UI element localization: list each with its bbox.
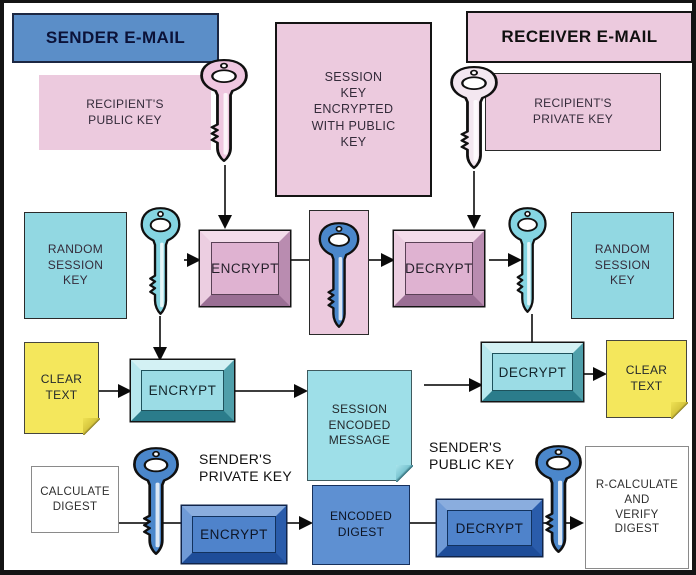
connector-encoded-message-to-decrypt bbox=[424, 384, 470, 386]
sender-email-header: SENDER E-MAIL bbox=[12, 13, 219, 63]
folded-corner-icon bbox=[670, 401, 688, 419]
encrypt-message-button: ENCRYPT bbox=[131, 360, 234, 421]
senders-public-key-label: SENDER'S PUBLIC KEY bbox=[429, 439, 515, 472]
receiver-email-header: RECEIVER E-MAIL bbox=[466, 11, 692, 63]
arrowhead-into-session-key bbox=[508, 253, 522, 267]
random-session-key-right-label: RANDOM SESSION KEY bbox=[594, 242, 651, 288]
session-key-encrypted-label: SESSION KEY ENCRYPTED WITH PUBLIC KEY bbox=[311, 69, 396, 149]
encrypt-digest-label: ENCRYPT bbox=[200, 527, 268, 542]
calculate-digest-label: CALCULATE DIGEST bbox=[40, 485, 110, 513]
arrowhead-into-cleartext-right bbox=[593, 367, 607, 381]
receiver-email-title: RECEIVER E-MAIL bbox=[501, 27, 658, 46]
senders-private-key-label: SENDER'S PRIVATE KEY bbox=[199, 451, 293, 484]
connector-decrypt-to-cleartext bbox=[583, 373, 596, 375]
decrypt-message-label: DECRYPT bbox=[498, 364, 567, 380]
connector-private-key-down bbox=[473, 171, 475, 216]
recipients-public-key-box: RECIPIENT'S PUBLIC KEY bbox=[39, 75, 211, 150]
arrowhead-down-into-decrypt-session bbox=[467, 215, 481, 229]
encrypt-message-label: ENCRYPT bbox=[148, 383, 217, 398]
recipients-public-key-label: RECIPIENT'S PUBLIC KEY bbox=[86, 96, 164, 127]
arrowhead-into-decrypt-session bbox=[381, 253, 395, 267]
arrowhead-into-decrypt-message bbox=[469, 378, 483, 392]
recipients-private-key-box: RECIPIENT'S PRIVATE KEY bbox=[485, 73, 661, 151]
connector-cleartext-to-encrypt bbox=[99, 390, 121, 392]
arrowhead-into-encoded-message bbox=[294, 384, 308, 398]
decrypt-session-key-button: DECRYPT bbox=[394, 231, 484, 306]
random-session-key-left-label: RANDOM SESSION KEY bbox=[47, 242, 104, 288]
recipients-private-key-label: RECIPIENT'S PRIVATE KEY bbox=[532, 96, 614, 126]
encrypt-session-key-label: ENCRYPT bbox=[211, 261, 279, 276]
recipients-private-key-icon bbox=[446, 65, 502, 170]
arrowhead-into-encrypt-session bbox=[187, 253, 201, 267]
decrypt-message-button: DECRYPT bbox=[482, 343, 583, 401]
folded-corner-icon bbox=[395, 464, 413, 482]
decrypt-session-key-label: DECRYPT bbox=[405, 261, 473, 276]
arrowhead-down-into-encrypt-message bbox=[153, 347, 167, 361]
random-session-key-left-icon bbox=[137, 206, 184, 316]
connector-encrypted-key-to-decrypt bbox=[369, 259, 383, 261]
random-session-key-left-box: RANDOM SESSION KEY bbox=[24, 212, 127, 319]
connector-encrypt-to-encoded-digest bbox=[286, 522, 301, 524]
sender-email-title: SENDER E-MAIL bbox=[45, 28, 186, 47]
senders-public-key-icon bbox=[531, 444, 586, 554]
encrypt-session-key-button: ENCRYPT bbox=[200, 231, 290, 306]
clear-text-right-note: CLEAR TEXT bbox=[606, 340, 688, 419]
session-encoded-message-label: SESSION ENCODED MESSAGE bbox=[328, 402, 391, 448]
calculate-digest-box: CALCULATE DIGEST bbox=[31, 466, 119, 533]
recipients-public-key-icon bbox=[196, 58, 252, 163]
decrypt-digest-button: DECRYPT bbox=[437, 500, 542, 556]
clear-text-right-label: CLEAR TEXT bbox=[625, 363, 668, 393]
random-session-key-right-box: RANDOM SESSION KEY bbox=[571, 212, 674, 319]
folded-corner-icon bbox=[82, 417, 100, 435]
arrowhead-into-encrypt-message bbox=[118, 384, 132, 398]
senders-private-key-icon bbox=[129, 446, 183, 556]
clear-text-left-note: CLEAR TEXT bbox=[24, 342, 100, 435]
connector-sessionkey-down-right bbox=[531, 314, 533, 345]
encoded-digest-label: ENCODED DIGEST bbox=[329, 509, 393, 539]
arrowhead-down-into-encrypt-session bbox=[218, 215, 232, 229]
encoded-digest-box: ENCODED DIGEST bbox=[312, 485, 410, 565]
session-encoded-message-note: SESSION ENCODED MESSAGE bbox=[307, 370, 413, 482]
connector-encrypt-to-encoded-message bbox=[234, 390, 296, 392]
connector-encoded-digest-to-decrypt bbox=[410, 522, 438, 524]
recalculate-verify-digest-label: R-CALCULATE AND VERIFY DIGEST bbox=[595, 478, 679, 536]
arrowhead-into-verify-digest bbox=[570, 516, 584, 530]
encrypt-digest-button: ENCRYPT bbox=[182, 506, 286, 563]
clear-text-left-label: CLEAR TEXT bbox=[40, 372, 83, 402]
session-key-encrypted-box: SESSION KEY ENCRYPTED WITH PUBLIC KEY bbox=[275, 22, 432, 197]
decrypt-digest-label: DECRYPT bbox=[455, 520, 524, 536]
connector-sessionkey-down-left bbox=[159, 316, 161, 348]
recalculate-verify-digest-box: R-CALCULATE AND VERIFY DIGEST bbox=[585, 446, 689, 569]
arrowhead-into-encoded-digest bbox=[299, 516, 313, 530]
connector-decrypt-to-sessionkey bbox=[489, 259, 509, 261]
connector-public-key-down bbox=[224, 165, 226, 216]
encrypted-session-key-icon bbox=[315, 221, 363, 329]
connector-encrypt-to-encrypted-key bbox=[288, 259, 312, 261]
